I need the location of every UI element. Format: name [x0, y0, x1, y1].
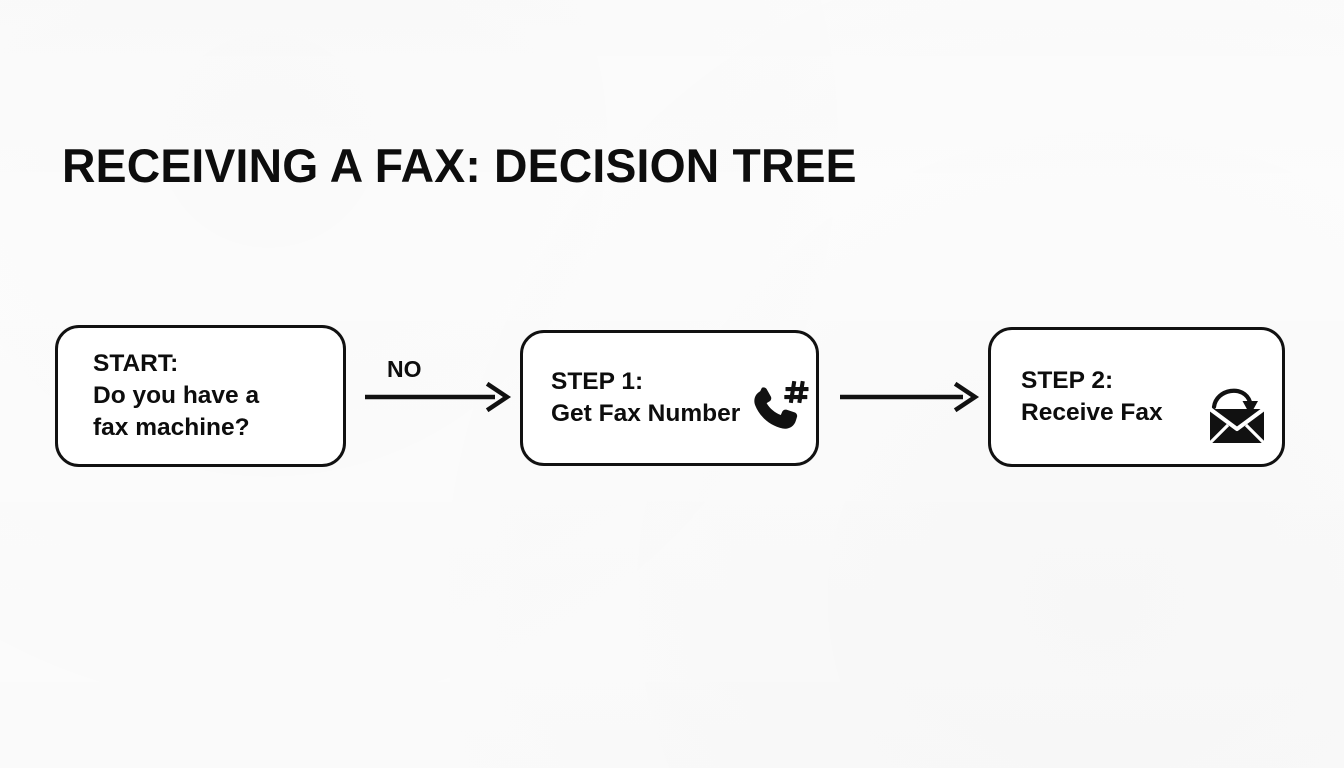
flow-node-step1[interactable]: STEP 1: Get Fax Number: [520, 330, 819, 466]
flow-node-start-line3: fax machine?: [93, 414, 250, 441]
flow-node-start-line1: START:: [93, 350, 179, 377]
flow-node-step2-line1: STEP 2:: [1021, 367, 1114, 394]
flow-node-start[interactable]: START: Do you have a fax machine?: [55, 325, 346, 467]
flow-node-step2-content: STEP 2: Receive Fax: [991, 365, 1282, 445]
edge-label-no: NO: [387, 356, 422, 382]
envelope-incoming-icon: [1208, 388, 1266, 445]
phone-hash-icon: [754, 380, 809, 429]
flow-node-start-content: START: Do you have a fax machine?: [58, 348, 343, 444]
flow-node-step1-line2: Get Fax Number: [551, 400, 741, 427]
flow-node-step2[interactable]: STEP 2: Receive Fax: [988, 327, 1285, 467]
flow-node-step1-line1: STEP 1:: [551, 368, 644, 395]
page-title: RECEIVING A FAX: DECISION TREE: [62, 139, 857, 192]
flow-node-start-line2: Do you have a: [93, 382, 260, 409]
flow-node-step2-line2: Receive Fax: [1021, 399, 1163, 426]
flow-arrow-start-to-step1: [365, 381, 512, 413]
flow-arrow-step1-to-step2: [840, 381, 980, 413]
flow-node-step1-content: STEP 1: Get Fax Number: [523, 366, 816, 430]
